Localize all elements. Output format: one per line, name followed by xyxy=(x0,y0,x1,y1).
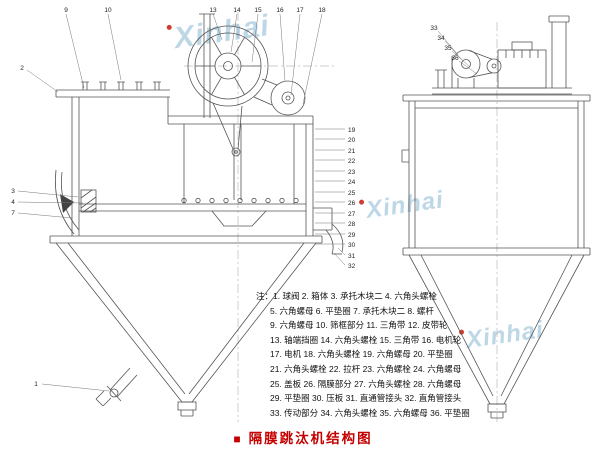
callout-number: 9 xyxy=(64,7,68,14)
parts-legend: 注：1. 球阀 2. 箱体 3. 承托木块二 4. 六角头螺栓 5. 六角螺母 … xyxy=(256,289,470,420)
tank-body xyxy=(55,81,314,236)
callout-number: 35 xyxy=(444,45,452,52)
callout-number: 4 xyxy=(11,199,15,206)
right-view xyxy=(401,15,591,419)
callout-number: 7 xyxy=(11,210,15,217)
motor-assembly xyxy=(432,15,572,95)
legend-line: 13. 轴端挡圈 14. 六角头螺栓 15. 三角带 16. 电机轮 xyxy=(270,334,462,345)
feed-launder xyxy=(55,169,97,235)
callout-number: 15 xyxy=(254,7,262,14)
callout-number: 19 xyxy=(348,127,356,134)
callout-number: 31 xyxy=(348,253,356,260)
callout-number: 32 xyxy=(348,263,356,270)
legend-line: 9. 六角螺母 10. 筛框部分 11. 三角带 12. 皮带轮 xyxy=(270,320,448,331)
callout-number: 1 xyxy=(34,381,38,388)
callout-number: 18 xyxy=(318,7,326,14)
discharge-spout xyxy=(313,207,344,255)
callout-number: 20 xyxy=(348,137,356,144)
legend-line: 21. 六角头螺栓 22. 拉杆 23. 六角螺栓 24. 六角螺母 xyxy=(270,363,462,374)
legend-line: 5. 六角螺母 6. 平垫圈 7. 承托木块二 8. 螺杆 xyxy=(270,305,434,316)
callout-number: 16 xyxy=(276,7,284,14)
left-view xyxy=(49,13,344,417)
callout-number: 27 xyxy=(348,211,356,218)
callout-number: 10 xyxy=(104,7,112,14)
callout-number: 22 xyxy=(348,158,356,165)
callout-number: 25 xyxy=(348,190,356,197)
callout-number: 13 xyxy=(209,7,217,14)
title-text: 隔膜跳汰机结构图 xyxy=(248,431,373,446)
callout-number: 2 xyxy=(20,65,24,72)
tank-body-side xyxy=(401,94,591,248)
cone-hopper-side xyxy=(402,247,591,419)
callout-number: 17 xyxy=(296,7,304,14)
callout-number: 28 xyxy=(348,221,356,228)
title-bullet-icon: ■ xyxy=(233,432,243,446)
cone-hopper xyxy=(49,235,323,417)
pulley-assembly xyxy=(187,13,306,157)
callout-number: 21 xyxy=(348,148,356,155)
legend-line: 29. 平垫圈 30. 压板 31. 直通管接头 32. 直角管接头 xyxy=(270,393,462,404)
callout-number: 14 xyxy=(233,7,241,14)
legend-line: 25. 盖板 26. 隔膜部分 27. 六角头螺栓 28. 六角螺母 xyxy=(270,378,462,389)
callout-numbers: 9 10 13 14 15 16 17 18 2 3 4 7 1 19 20 2… xyxy=(11,7,459,388)
callout-number: 23 xyxy=(348,169,356,176)
legend-line: 17. 电机 18. 六角头螺栓 19. 六角螺母 20. 平垫圈 xyxy=(270,349,453,360)
callout-number: 29 xyxy=(348,232,356,239)
callout-number: 24 xyxy=(348,179,356,186)
legend-line: 注：1. 球阀 2. 箱体 3. 承托木块二 4. 六角头螺栓 xyxy=(256,291,437,301)
legend-line: 33. 传动部分 34. 六角头螺栓 35. 六角螺母 36. 平垫圈 xyxy=(270,407,470,418)
callout-leader-lines xyxy=(17,13,478,392)
drawing-title: ■ 隔膜跳汰机结构图 xyxy=(0,427,606,447)
callout-number: 30 xyxy=(348,242,356,249)
callout-number: 26 xyxy=(348,200,356,207)
callout-number: 36 xyxy=(451,55,459,62)
callout-number: 33 xyxy=(430,25,438,32)
callout-number: 34 xyxy=(437,35,445,42)
drain-pipe-ball-valve xyxy=(95,367,138,407)
callout-number: 3 xyxy=(11,188,15,195)
